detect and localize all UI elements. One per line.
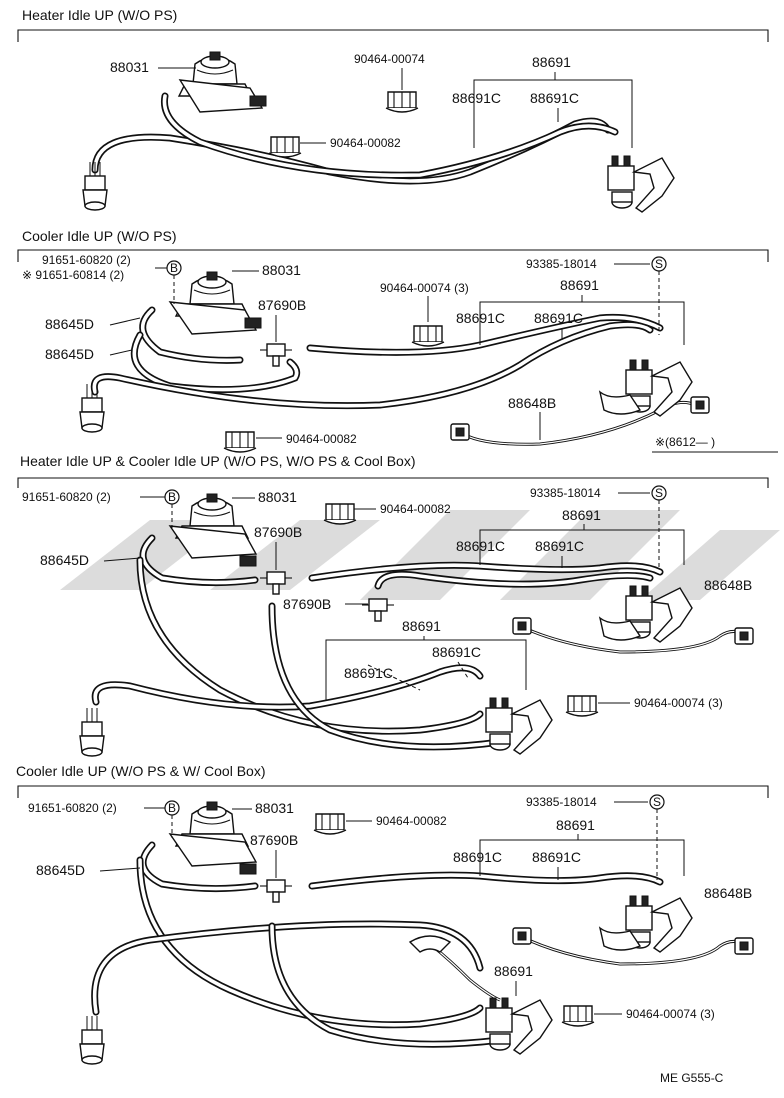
section-cooler-idle-up: Cooler Idle UP (W/O PS) 91651-60820 (2) …	[17, 228, 778, 453]
part-87690B: 87690B	[258, 297, 306, 313]
part-87690B-a: 87690B	[254, 524, 302, 540]
watermark	[60, 510, 780, 600]
part-87690B-b: 87690B	[283, 596, 331, 612]
part-88691C-c: 88691C	[344, 665, 393, 681]
marker-s: S	[655, 486, 663, 500]
part-88691C-b: 88691C	[535, 538, 584, 554]
part-87690B: 87690B	[250, 832, 298, 848]
part-88691: 88691	[532, 54, 571, 70]
part-88691C-b: 88691C	[534, 310, 583, 326]
part-88691-b: 88691	[402, 618, 441, 634]
part-88645D-a: 88645D	[45, 316, 94, 332]
part-88691C-b: 88691C	[530, 90, 579, 106]
part-93385-18014: 93385-18014	[526, 795, 597, 809]
part-88691C-b: 88691C	[532, 849, 581, 865]
part-90464-00074-3: 90464-00074 (3)	[380, 281, 469, 295]
part-88031: 88031	[262, 262, 301, 278]
part-88031: 88031	[258, 489, 297, 505]
section-title: Cooler Idle UP (W/O PS)	[22, 228, 177, 244]
part-88031: 88031	[110, 59, 149, 75]
marker-b: B	[170, 261, 178, 275]
variant-note: ※(8612— )	[655, 435, 715, 449]
part-88691C-a: 88691C	[456, 538, 505, 554]
part-88691-a: 88691	[556, 817, 595, 833]
marker-s: S	[655, 257, 663, 271]
marker-b: B	[168, 801, 176, 815]
part-88648B: 88648B	[508, 395, 556, 411]
part-88691-b: 88691	[494, 963, 533, 979]
part-90464-00082: 90464-00082	[376, 814, 447, 828]
section-title: Heater Idle UP (W/O PS)	[22, 7, 177, 23]
section-title: Heater Idle UP & Cooler Idle UP (W/O PS,…	[20, 453, 416, 469]
part-91651-60820: 91651-60820 (2)	[28, 801, 117, 815]
part-93385-18014: 93385-18014	[530, 486, 601, 500]
section-heater-and-cooler-idle-up: Heater Idle UP & Cooler Idle UP (W/O PS,…	[17, 453, 769, 757]
part-91651-60820: 91651-60820 (2)	[22, 490, 111, 504]
section-title: Cooler Idle UP (W/O PS & W/ Cool Box)	[16, 763, 265, 779]
part-90464-00074: 90464-00074	[354, 52, 425, 66]
section-cooler-idle-up-cool-box: Cooler Idle UP (W/O PS & W/ Cool Box) 91…	[16, 763, 769, 1065]
part-88691C-a: 88691C	[456, 310, 505, 326]
part-88648B: 88648B	[704, 577, 752, 593]
part-90464-00082: 90464-00082	[330, 136, 401, 150]
part-88691: 88691	[560, 277, 599, 293]
part-90464-00074-3: 90464-00074 (3)	[626, 1007, 715, 1021]
part-88691C-d: 88691C	[432, 644, 481, 660]
part-91651-60820: 91651-60820 (2)	[42, 253, 131, 267]
part-91651-60814: ※ 91651-60814 (2)	[22, 268, 124, 282]
part-93385-18014: 93385-18014	[526, 257, 597, 271]
part-88691C-a: 88691C	[453, 849, 502, 865]
part-90464-00074-3: 90464-00074 (3)	[634, 696, 723, 710]
part-88645D-b: 88645D	[45, 346, 94, 362]
part-88691-a: 88691	[562, 507, 601, 523]
footer-code: ME G555-C	[660, 1071, 724, 1085]
marker-s: S	[653, 795, 661, 809]
part-88645D: 88645D	[40, 552, 89, 568]
marker-b: B	[168, 490, 176, 504]
part-88645D: 88645D	[36, 862, 85, 878]
section-heater-idle-up: Heater Idle UP (W/O PS) 88031 90464-0007…	[17, 7, 769, 213]
part-90464-00082: 90464-00082	[380, 502, 451, 516]
part-88691C-a: 88691C	[452, 90, 501, 106]
part-90464-00082: 90464-00082	[286, 432, 357, 446]
part-88031: 88031	[255, 800, 294, 816]
part-88648B: 88648B	[704, 885, 752, 901]
